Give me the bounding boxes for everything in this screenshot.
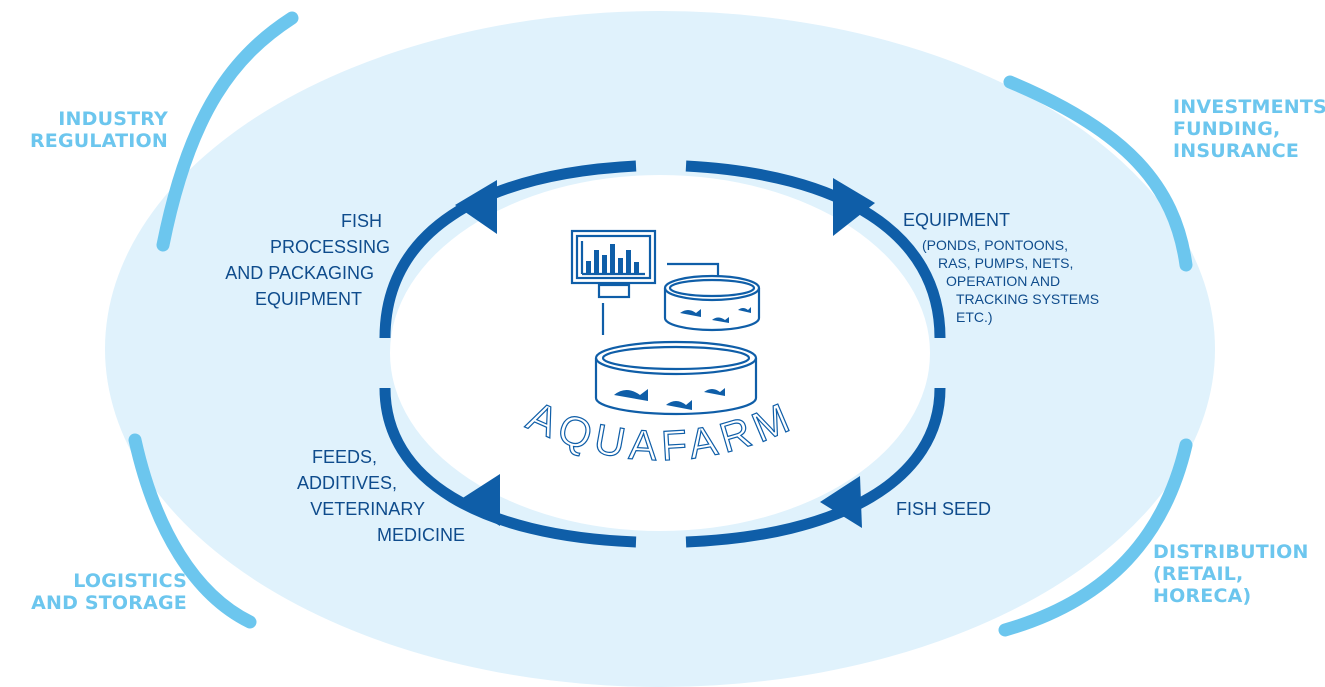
label-line: FISH <box>340 211 382 231</box>
arrowhead-bottom-left <box>458 474 500 526</box>
equipment-title: EQUIPMENT <box>903 210 1011 230</box>
label-line: ETC.) <box>956 309 993 325</box>
arc-top-left <box>156 11 299 252</box>
arc-bottom-left <box>128 433 257 629</box>
outer-arcs <box>128 11 1193 637</box>
arrowhead-top-right <box>833 178 875 236</box>
label-line: (PONDS, PONTOONS, <box>922 237 1068 253</box>
label-line: FEEDS, <box>311 447 377 467</box>
label-line: ADDITIVES, <box>296 473 397 493</box>
label-line: INSURANCE <box>1173 140 1300 162</box>
arrowhead-top-left <box>455 180 497 234</box>
investments-label: INVESTMENTS, FUNDING, INSURANCE <box>1173 96 1325 162</box>
label-line: LOGISTICS <box>73 570 187 592</box>
label-line: FUNDING, <box>1173 118 1281 140</box>
label-line: REGULATION <box>29 130 168 152</box>
label-line: RAS, PUMPS, NETS, <box>938 255 1074 271</box>
label-line: FISH SEED <box>896 499 992 519</box>
label-line: HORECA) <box>1153 585 1252 607</box>
label-line: (RETAIL, <box>1153 563 1244 585</box>
equipment-detail-label: (PONDS, PONTOONS, RAS, PUMPS, NETS, OPER… <box>922 236 1152 326</box>
logistics-label: LOGISTICS AND STORAGE <box>25 570 187 614</box>
label-line: OPERATION AND <box>946 273 1061 289</box>
arc-top-right <box>1003 75 1193 272</box>
arc-arrowheads <box>455 178 875 528</box>
label-line: VETERINARY <box>310 499 425 519</box>
label-line: TRACKING SYSTEMS <box>956 291 1100 307</box>
label-line: AND PACKAGING <box>225 263 374 283</box>
arc-inner-bottom-left <box>379 387 637 548</box>
monitor-icon <box>570 229 720 335</box>
arc-inner-bottom-right <box>685 387 946 548</box>
label-line: INVESTMENTS, <box>1173 96 1325 118</box>
arrowhead-bottom-right <box>820 476 862 528</box>
small-tank-icon <box>663 274 761 332</box>
feeds-label: FEEDS, ADDITIVES, VETERINARY MEDICINE <box>250 444 465 548</box>
label-line: EQUIPMENT <box>254 289 362 309</box>
label-line: MEDICINE <box>376 525 465 545</box>
label-line: PROCESSING <box>269 237 390 257</box>
arc-inner-top-left <box>379 160 637 339</box>
equipment-label: EQUIPMENT <box>903 207 1010 233</box>
distribution-label: DISTRIBUTION (RETAIL, HORECA) <box>1153 541 1309 607</box>
label-line: INDUSTRY <box>58 108 168 130</box>
processing-equipment-label: FISH PROCESSING AND PACKAGING EQUIPMENT <box>180 208 390 312</box>
inner-ellipse <box>390 175 930 531</box>
industry-regulation-label: INDUSTRY REGULATION <box>20 108 168 152</box>
fish-seed-label: FISH SEED <box>896 496 991 522</box>
label-line: AND STORAGE <box>31 592 187 614</box>
large-tank-icon <box>594 340 758 416</box>
label-line: DISTRIBUTION <box>1153 541 1309 563</box>
inner-arcs <box>379 160 946 548</box>
arc-bottom-right <box>998 438 1193 637</box>
arc-inner-top-right <box>685 160 946 339</box>
